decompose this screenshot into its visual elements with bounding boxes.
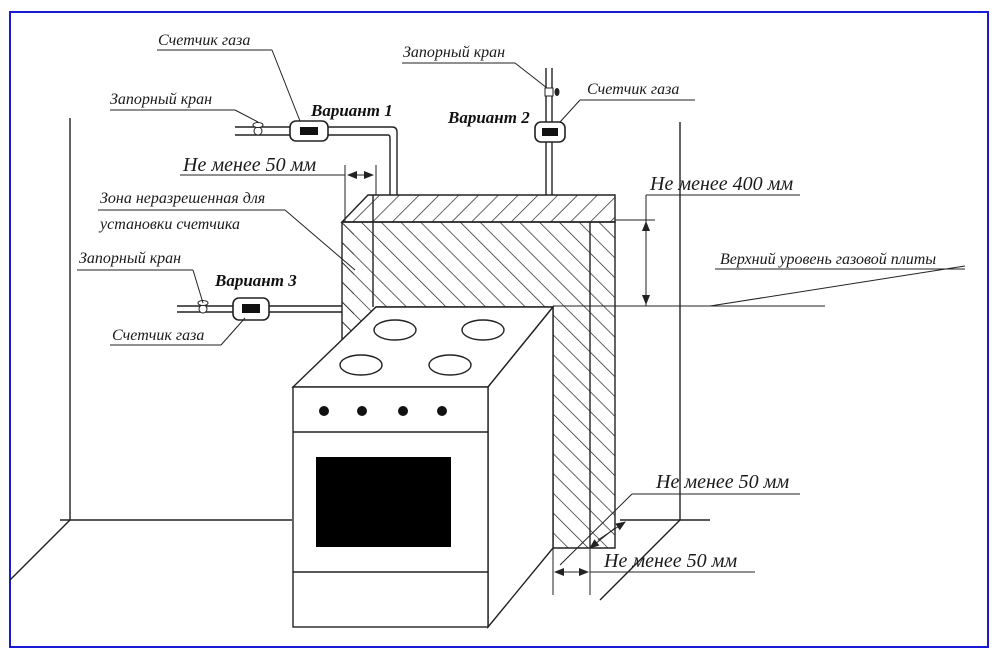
room-walls [9,118,710,601]
burner [339,354,383,376]
burner [373,319,417,341]
variant-3-assembly [177,297,342,321]
leader-lines [77,49,966,346]
burner [461,319,505,341]
gas-stove [291,305,555,629]
valve-label-variant-2: Запорный кран [403,44,505,61]
zone-label-line-1: Зона неразрешенная для [100,190,265,207]
variant-2-label: Вариант 2 [447,108,530,127]
meter-label-variant-1: Счетчик газа [158,32,250,49]
control-knob [357,406,367,416]
height-dimension: Не менее 400 мм [649,173,793,195]
shutoff-valve-icon [253,126,263,136]
burner [428,354,472,376]
variant-1-assembly [235,120,398,195]
valve-label-variant-3: Запорный кран [79,250,181,267]
forbidden-zone [340,194,616,549]
stove-top-level-label: Верхний уровень газовой плиты [720,251,936,268]
dimension-lines [180,165,825,595]
variant-1-label: Вариант 1 [310,101,393,120]
meter-label-variant-2: Счетчик газа [587,81,679,98]
bottom-gap-dimension: Не менее 50 мм [603,550,737,572]
variant-2-assembly [534,68,566,195]
shutoff-valve-icon [198,304,208,314]
control-knob [319,406,329,416]
shutoff-valve-icon [544,87,554,97]
side-gap-dimension: Не менее 50 мм [182,154,316,176]
oven-window [316,457,451,547]
control-knob [398,406,408,416]
variant-3-label: Вариант 3 [214,271,297,290]
meter-label-variant-3: Счетчик газа [112,327,204,344]
control-knob [437,406,447,416]
valve-label-variant-1: Запорный кран [110,91,212,108]
rear-gap-dimension: Не менее 50 мм [655,471,789,493]
zone-label-line-2: установки счетчика [98,216,240,233]
